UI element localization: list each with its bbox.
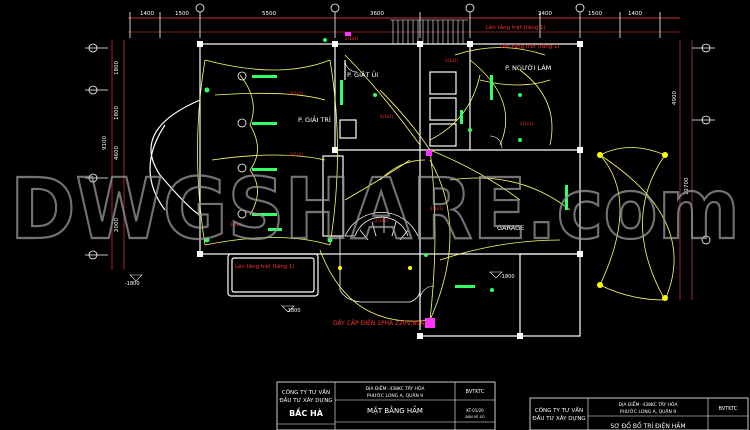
wire-labels: 2(1x1) 2(1x1) 2(1x1) 2(1x1) 2(1x1) 2(1x1… [230,36,534,227]
dim-top-3: 5500 [262,11,276,17]
wire-label: 2(1x1) [520,121,534,126]
tb2-company-line1: CÔNG TY TƯ VẤN [535,406,583,414]
note-up-floor-2: Lên tầng trệt (tầng 1) [500,42,560,50]
tb1-address-line1: ĐỊA ĐIỂM: 438KC TÂY HÒA [366,384,426,392]
dim-top-4: 3600 [370,11,384,17]
tb2-address-line2: PHƯỚC LONG A, QUẬN 9 [620,408,676,415]
tb2-code: BVTKTC [719,406,738,412]
room-living-label: P. GIẢI TRÍ [298,115,331,124]
wire-label: 2(1x1) [230,222,244,227]
title-block-2: CÔNG TY TƯ VẤN ĐẦU TƯ XÂY DỰNG ĐỊA ĐIỂM:… [529,397,749,430]
room-laundry-label: P. GIẶT ỦI [347,69,378,79]
wire-label: 2(1x1) [290,152,304,157]
level-marks: -1800 -1800 -1800 [125,271,515,314]
note-cable: DÂY CẤP ĐIỆN 1PHA 220V,80A [333,319,425,327]
dim-left-5: 2000 [114,218,120,232]
wire-label: 2(1x1) [445,58,459,63]
dim-left-3: 1800 [114,106,120,120]
outdoor-lights [338,152,668,301]
dim-top-5: 2400 [538,11,552,17]
watermark: DWGSHARE.com [10,160,740,258]
ceiling-lights [237,71,247,219]
dim-top-1: 1400 [140,11,154,17]
columns [197,41,583,339]
wire-label: 2(1x1) [380,114,394,119]
grid-axis-markers [85,3,715,260]
staircase-top [390,19,468,44]
tb1-drawing-title: MẶT BẰNG HẦM [367,405,423,415]
tb1-code: BVTKTC [466,389,485,395]
fixtures [204,38,568,292]
room-labels: P. GIẶT ỦI P. NGƯỜI LÀM P. GIẢI TRÍ GARA… [298,63,551,232]
dim-right-2: 12700 [684,177,690,195]
dim-left-2: 9100 [102,136,108,150]
level-mark-2: -1800 [286,308,301,314]
tb2-drawing-title: SƠ ĐỒ BỐ TRÍ ĐIỆN HẦM [610,421,685,430]
tb2-company-line2: ĐẦU TƯ XÂY DỰNG [532,414,585,422]
top-dimensions: 1400 1500 5500 3600 2400 1500 1400 [128,11,680,38]
tb2-address-line1: ĐỊA ĐIỂM: 438KC TÂY HÒA [619,400,679,408]
level-mark-3: -1800 [500,274,515,280]
notes: Lên tầng trệt (tầng 1) Lên tầng trệt (tầ… [235,23,560,327]
room-garage-label: GARAGE [497,224,524,232]
tb1-company-line1: CÔNG TY TƯ VẤN [282,388,330,396]
door-swings [344,59,503,301]
spiral-staircase [339,211,421,303]
dim-right-1: 4900 [672,91,678,105]
dim-top-7: 1400 [628,11,642,17]
wire-label: 2(1x1) [430,206,444,211]
wire-label: 2(1x1) [290,91,304,96]
wiring [197,47,675,322]
dim-left-4: 4600 [114,146,120,160]
tb1-company-name: BẮC HÀ [289,406,324,418]
room-servant-label: P. NGƯỜI LÀM [505,63,551,72]
note-up-floor-1: Lên tầng trệt (tầng 1) [486,23,546,31]
dim-top-2: 1500 [175,11,189,17]
dim-top-6: 1500 [588,11,602,17]
left-dimensions: 1800 9100 1800 4600 2000 [102,40,125,270]
tb1-sheet-label: BẢN VẼ SỐ [465,414,484,419]
dim-left-1: 1800 [114,61,120,75]
electrical-panel [345,32,435,328]
right-dimensions: 4900 12700 [672,40,693,300]
note-up-floor-3: Lên tầng trệt (tầng 1) [235,262,295,270]
tb1-sheet: KT-01/20 [466,408,484,413]
tb1-company-line2: ĐẦU TƯ XÂY DỰNG [279,396,332,404]
level-mark-1: -1800 [125,281,140,287]
tb1-address-line2: PHƯỚC LONG A, QUẬN 9 [367,392,423,399]
wire-label: 2(1x1) [345,36,359,41]
title-block-1: CÔNG TY TƯ VẤN ĐẦU TƯ XÂY DỰNG BẮC HÀ ĐỊ… [276,381,496,430]
wire-label: 2(1x1) [375,218,389,223]
